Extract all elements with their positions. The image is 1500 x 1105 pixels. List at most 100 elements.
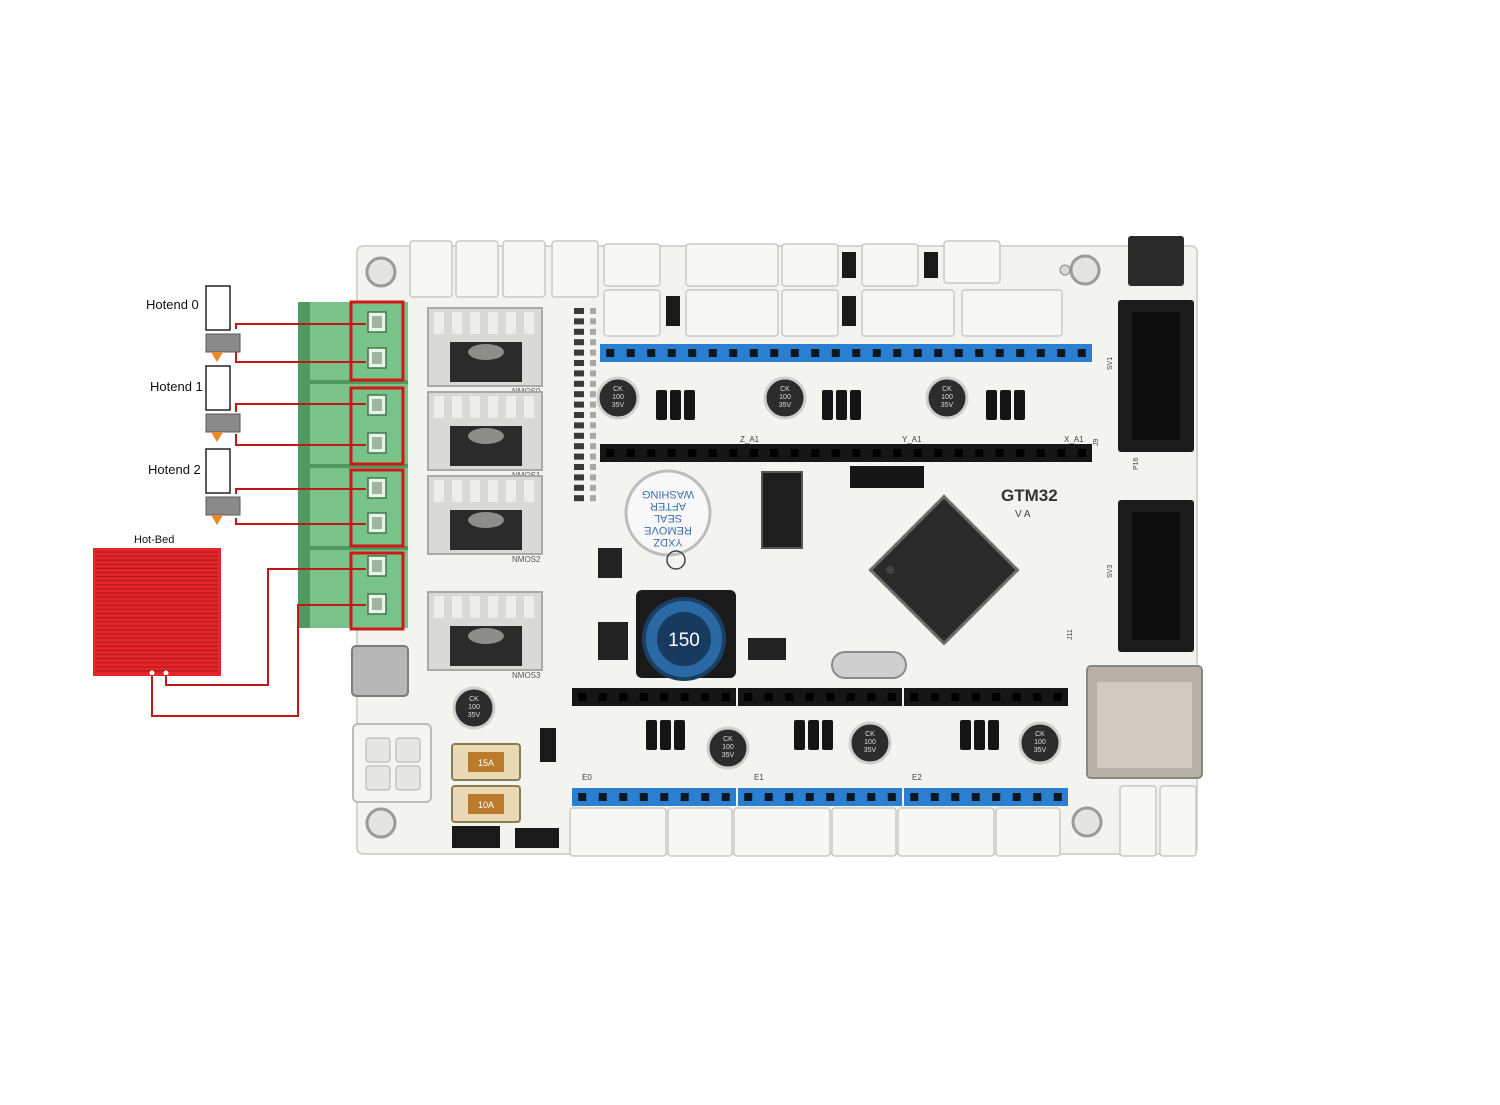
heatsink-fin bbox=[506, 480, 516, 502]
wire-hot-bed-b bbox=[151, 604, 366, 717]
resistor bbox=[574, 308, 584, 314]
jst-connector bbox=[502, 240, 546, 298]
mosfet-heatsink: NMOS0 bbox=[427, 307, 543, 396]
header-pin bbox=[1012, 693, 1021, 701]
resistor bbox=[574, 464, 584, 470]
header-black bbox=[928, 444, 1092, 462]
jst-connector bbox=[603, 243, 661, 287]
jst-connector bbox=[685, 243, 779, 287]
capacitor-text: 35V bbox=[1034, 747, 1047, 754]
jumper bbox=[646, 720, 657, 750]
terminal-screw bbox=[367, 512, 387, 534]
header-black bbox=[738, 688, 902, 706]
hotend-heater-block bbox=[205, 413, 241, 433]
idc-header-sv1-inner bbox=[1132, 312, 1180, 440]
header-pin bbox=[639, 693, 648, 701]
resistor-pad bbox=[590, 474, 596, 481]
capacitor-text: CK bbox=[780, 386, 790, 393]
header-black bbox=[600, 444, 764, 462]
resistor-pad bbox=[590, 422, 596, 429]
header-pin bbox=[578, 693, 587, 701]
screw-slot bbox=[372, 482, 382, 494]
connector-label: J11 bbox=[1067, 629, 1074, 640]
jst-connector bbox=[897, 807, 995, 857]
header-pin bbox=[770, 349, 779, 357]
hotends bbox=[205, 285, 241, 525]
capacitor-text: CK bbox=[613, 386, 623, 393]
power-pin bbox=[395, 765, 421, 791]
resistor-pad bbox=[590, 495, 596, 502]
jst-connector bbox=[667, 807, 733, 857]
jumper bbox=[986, 390, 997, 420]
jst-connector bbox=[569, 807, 667, 857]
terminal-screw bbox=[367, 432, 387, 454]
jst-connector bbox=[831, 807, 897, 857]
usb-port bbox=[351, 645, 409, 697]
header-pin bbox=[647, 349, 656, 357]
screw-slot bbox=[372, 598, 382, 610]
header-pin bbox=[790, 349, 799, 357]
mosfet-tab bbox=[468, 512, 504, 528]
header-pin bbox=[811, 449, 820, 457]
resistor bbox=[574, 422, 584, 429]
header-pin bbox=[1016, 349, 1025, 357]
mosfet-label: NMOS3 bbox=[512, 671, 541, 680]
jumper-block bbox=[822, 390, 861, 420]
jumper-block bbox=[986, 390, 1025, 420]
wire-hotend-2-b bbox=[235, 518, 366, 525]
heatsink-fin bbox=[488, 480, 498, 502]
header-pin bbox=[680, 793, 689, 801]
resistor bbox=[574, 339, 584, 346]
small-header bbox=[850, 466, 924, 488]
jst-connector bbox=[603, 289, 661, 337]
capacitor-text: 35V bbox=[779, 402, 792, 409]
header-blue bbox=[572, 788, 736, 806]
resistor-pad bbox=[590, 380, 596, 387]
capacitor-body bbox=[1018, 721, 1062, 765]
jumper bbox=[974, 720, 985, 750]
heatsink-fin bbox=[470, 312, 480, 334]
jumper bbox=[1014, 390, 1025, 420]
header-pin bbox=[934, 449, 943, 457]
jumper bbox=[674, 720, 685, 750]
header-pin bbox=[992, 693, 1001, 701]
header-body bbox=[764, 444, 928, 462]
capacitors: CK10035VCK10035VCK10035VCK10035VCK10035V… bbox=[452, 376, 1062, 770]
capacitor-text: 100 bbox=[864, 739, 876, 746]
power-pin bbox=[365, 765, 391, 791]
jumper-block bbox=[794, 720, 833, 750]
inductor-value-text: 150 bbox=[668, 630, 700, 651]
terminal-screw bbox=[367, 311, 387, 333]
header-pin bbox=[770, 449, 779, 457]
header-body bbox=[738, 688, 902, 706]
hotend-icon bbox=[205, 365, 241, 442]
fan-connector bbox=[1159, 785, 1197, 857]
resistor-pad bbox=[590, 318, 596, 325]
header-pin bbox=[744, 793, 753, 801]
screw-slot bbox=[372, 517, 382, 529]
heatsink-fin bbox=[524, 312, 534, 334]
clip bbox=[842, 296, 856, 326]
buzzer-text-line: REMOVE bbox=[644, 524, 692, 536]
mosfet-tab bbox=[468, 428, 504, 444]
heatsink-fin bbox=[524, 480, 534, 502]
header-pin bbox=[598, 793, 607, 801]
header-pin bbox=[852, 349, 861, 357]
header-pin bbox=[626, 349, 635, 357]
jst-connector bbox=[685, 289, 779, 337]
wire-hotend-1-b bbox=[235, 434, 366, 446]
header-pin bbox=[887, 793, 896, 801]
heatsink-fin bbox=[470, 480, 480, 502]
resistor bbox=[574, 380, 584, 387]
header-pin bbox=[951, 793, 960, 801]
mosfet-group: NMOS0NMOS1NMOS2NMOS3 bbox=[427, 307, 543, 680]
jumper bbox=[794, 720, 805, 750]
hotend-icon bbox=[205, 285, 241, 362]
header-pin bbox=[872, 349, 881, 357]
header-pin bbox=[805, 793, 814, 801]
header-black bbox=[572, 688, 736, 706]
jumper bbox=[660, 720, 671, 750]
